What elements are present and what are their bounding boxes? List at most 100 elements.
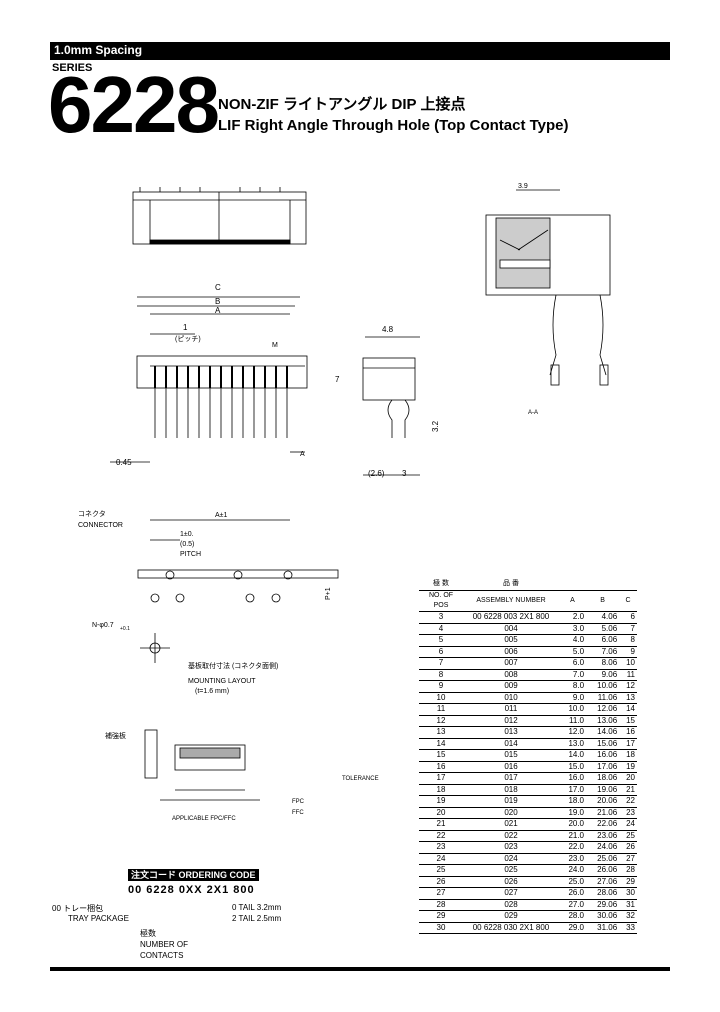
assembly-cell: 029 [463, 910, 559, 923]
pos-cell: 12 [419, 715, 463, 727]
mounting-jp: 基板取付寸法 (コネクタ面側) [188, 661, 278, 670]
assembly-cell: 016 [463, 761, 559, 773]
dim-c: C [215, 283, 221, 292]
c-cell: 18 [619, 749, 637, 762]
pos-cell: 29 [419, 910, 463, 923]
pitch-jp: (ピッチ) [175, 335, 201, 343]
c-cell: 12 [619, 680, 637, 693]
b-cell: 21.06 [586, 807, 620, 819]
c-cell: 11 [619, 669, 637, 681]
c-cell: 29 [619, 876, 637, 888]
pos-cell: 18 [419, 784, 463, 796]
a-cell: 29.0 [559, 922, 587, 934]
col-header-num-jp: 品 番 [463, 578, 559, 591]
connector-jp: コネクタ [78, 509, 106, 518]
pos-cell: 30 [419, 922, 463, 934]
c-cell: 7 [619, 623, 637, 635]
a-cell: 22.0 [559, 841, 587, 854]
c-cell: 33 [619, 922, 637, 934]
dim-1: 1 [183, 323, 188, 332]
c-cell: 20 [619, 772, 637, 785]
b-cell: 26.06 [586, 864, 620, 877]
side-section-drawing [485, 189, 611, 386]
a-cell: 21.0 [559, 830, 587, 842]
c-cell: 27 [619, 853, 637, 865]
a-cell: 26.0 [559, 887, 587, 900]
b-cell: 7.06 [586, 646, 620, 658]
fpc-row: FPC [292, 799, 305, 805]
pos-cell: 15 [419, 749, 463, 762]
view-a: A-A [528, 410, 538, 416]
pos-cell: 22 [419, 830, 463, 842]
b-cell: 6.06 [586, 634, 620, 647]
fpc-label: APPLICABLE FPC/FFC [172, 816, 236, 822]
assembly-cell: 008 [463, 669, 559, 681]
b-cell: 15.06 [586, 738, 620, 750]
a-cell: 24.0 [559, 864, 587, 877]
dim-a1: A±1 [215, 512, 228, 519]
assembly-cell: 005 [463, 634, 559, 647]
ordering-contacts-jp: 極数 [140, 929, 156, 938]
top-view-drawing [132, 187, 307, 245]
pitch-05: (0.5) [180, 541, 194, 548]
detail-39: 3.9 [518, 183, 528, 190]
b-cell: 4.06 [586, 611, 620, 624]
tolerance-title: TOLERANCE [342, 776, 379, 782]
b-cell: 5.06 [586, 623, 620, 635]
c-cell: 26 [619, 841, 637, 854]
col-header-empty [559, 578, 587, 591]
c-cell: 10 [619, 657, 637, 670]
a-cell: 12.0 [559, 726, 587, 739]
a-cell: 19.0 [559, 807, 587, 819]
b-cell: 14.06 [586, 726, 620, 739]
b-cell: 25.06 [586, 853, 620, 865]
side-3: 3 [402, 469, 407, 478]
c-cell: 31 [619, 899, 637, 911]
title-en: LIF Right Angle Through Hole (Top Contac… [218, 117, 569, 134]
assembly-cell: 020 [463, 807, 559, 819]
c-cell: 13 [619, 692, 637, 704]
a-cell: 23.0 [559, 853, 587, 865]
series-number: 6228 [48, 60, 220, 149]
a-cell: 16.0 [559, 772, 587, 785]
side-tail: 3.2 [431, 420, 440, 432]
b-cell: 27.06 [586, 876, 620, 888]
ordering-contacts-en: NUMBER OF [140, 940, 188, 949]
pos-cell: 19 [419, 795, 463, 808]
ordering-package-jp: 00 トレー梱包 [52, 904, 104, 913]
hole-spec: N-φ0.7 [92, 622, 114, 629]
assembly-cell: 017 [463, 772, 559, 785]
assembly-cell: 019 [463, 795, 559, 808]
a-cell: 27.0 [559, 899, 587, 911]
assembly-cell: 027 [463, 887, 559, 900]
c-cell: 23 [619, 807, 637, 819]
dim-045: 0.45 [116, 458, 132, 467]
table-header-en: NO. OF POS ASSEMBLY NUMBER A B C [419, 590, 637, 612]
c-cell: 8 [619, 634, 637, 647]
fpc-jp: 補強板 [105, 731, 126, 740]
ordering-contacts-en2: CONTACTS [140, 951, 184, 960]
table-header-jp: 極 数 品 番 [419, 578, 637, 591]
ordering-package-en: TRAY PACKAGE [68, 914, 129, 923]
ffc-row: FFC [292, 810, 304, 816]
b-cell: 11.06 [586, 692, 620, 704]
c-cell: 32 [619, 910, 637, 923]
assembly-cell: 018 [463, 784, 559, 796]
front-view-drawing [110, 296, 308, 463]
a-cell: 17.0 [559, 784, 587, 796]
ordering-code: 00 6228 0XX 2X1 800 [128, 884, 255, 896]
assembly-cell: 022 [463, 830, 559, 842]
